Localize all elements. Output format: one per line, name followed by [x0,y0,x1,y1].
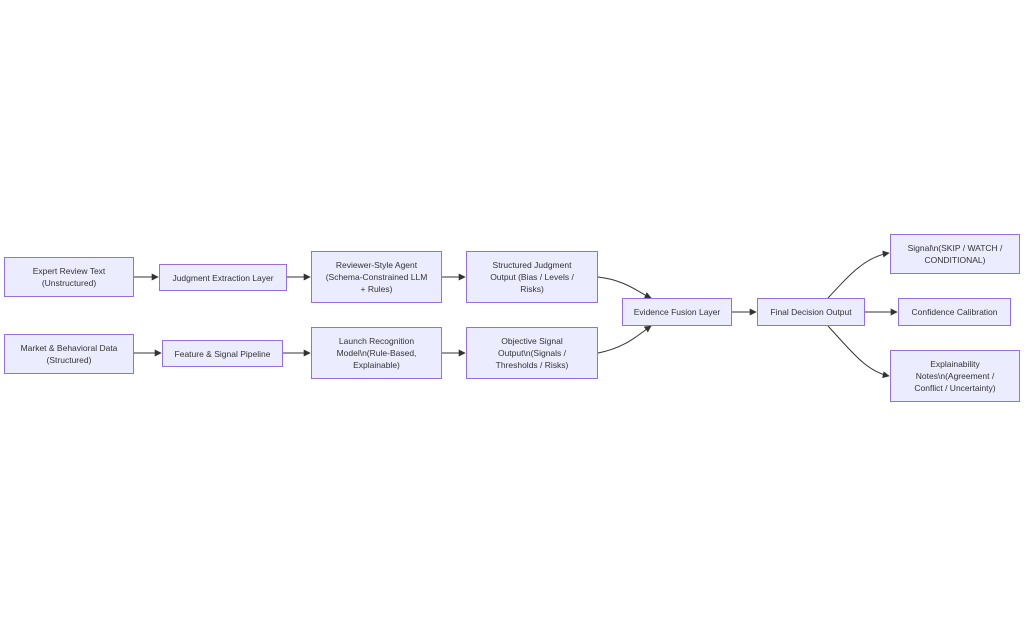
node-judgment-extraction-label: Judgment Extraction Layer [172,272,274,283]
node-market-data-label: Market & Behavioral Data (Structured) [20,343,118,365]
node-final-decision: Final Decision Output [757,298,865,326]
node-feature-pipeline: Feature & Signal Pipeline [162,340,283,367]
node-launch-model: Launch Recognition Model\n(Rule-Based, E… [311,327,442,379]
node-reviewer-agent: Reviewer-Style Agent (Schema-Constrained… [311,251,442,303]
node-signal-label: Signal\n(SKIP / WATCH / CONDITIONAL) [907,243,1003,265]
node-objective-signal-label: Objective Signal Output\n(Signals / Thre… [495,336,569,370]
node-launch-model-label: Launch Recognition Model\n(Rule-Based, E… [336,336,417,370]
node-confidence-label: Confidence Calibration [911,307,998,317]
node-confidence: Confidence Calibration [898,298,1011,326]
node-structured-judgment: Structured Judgment Output (Bias / Level… [466,251,598,303]
node-explainability: Explainability Notes\n(Agreement / Confl… [890,350,1020,402]
node-explainability-label: Explainability Notes\n(Agreement / Confl… [914,359,996,393]
node-expert-review-label: Expert Review Text (Unstructured) [32,266,106,288]
node-reviewer-agent-label: Reviewer-Style Agent (Schema-Constrained… [325,260,428,294]
edge-decision-to-explainability [827,325,890,379]
node-evidence-fusion-label: Evidence Fusion Layer [633,307,721,317]
edge-decision-to-signal [827,250,890,299]
node-expert-review: Expert Review Text (Unstructured) [4,257,134,297]
node-final-decision-label: Final Decision Output [770,307,852,317]
node-feature-pipeline-label: Feature & Signal Pipeline [174,348,271,359]
edge-objective-to-fusion [597,325,652,354]
node-judgment-extraction: Judgment Extraction Layer [159,264,287,291]
edge-structured-to-fusion [597,276,652,299]
node-signal: Signal\n(SKIP / WATCH / CONDITIONAL) [890,234,1020,274]
node-market-data: Market & Behavioral Data (Structured) [4,334,134,374]
node-structured-judgment-label: Structured Judgment Output (Bias / Level… [490,260,574,294]
node-objective-signal: Objective Signal Output\n(Signals / Thre… [466,327,598,379]
node-evidence-fusion: Evidence Fusion Layer [622,298,732,326]
